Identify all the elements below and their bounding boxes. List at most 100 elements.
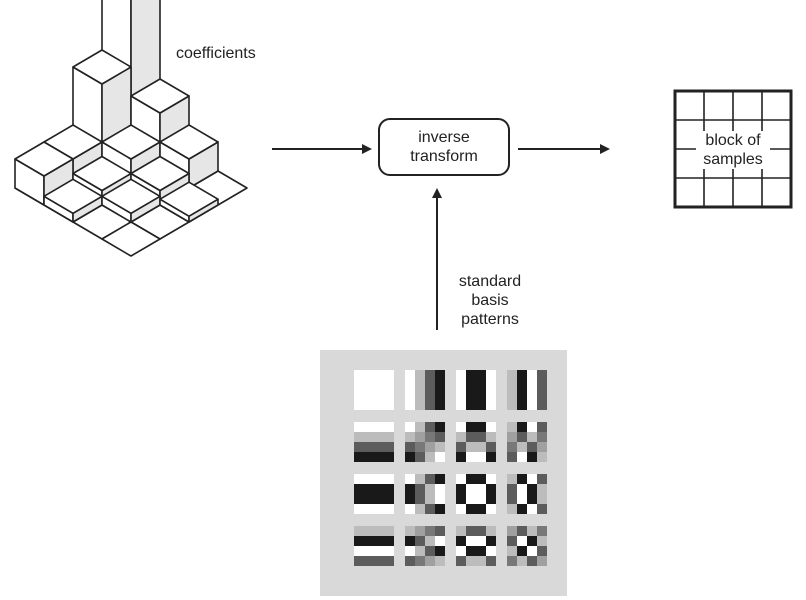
basis-pixel xyxy=(364,370,374,380)
basis-pixel xyxy=(405,546,415,556)
basis-pixel xyxy=(456,536,466,546)
basis-pixel xyxy=(517,504,527,514)
basis-pixel xyxy=(507,536,517,546)
basis-pixel xyxy=(435,494,445,504)
basis-pixel xyxy=(364,474,374,484)
basis-pixel xyxy=(476,390,486,400)
basis-pixel xyxy=(354,432,364,442)
basis-pixel xyxy=(537,494,547,504)
basis-pattern-tile xyxy=(456,370,496,410)
basis-pixel xyxy=(456,422,466,432)
basis-pattern-tile xyxy=(354,474,394,514)
basis-pixel xyxy=(537,370,547,380)
basis-pixel xyxy=(466,536,476,546)
basis-pixel xyxy=(405,400,415,410)
basis-pixel xyxy=(476,556,486,566)
basis-pixel xyxy=(364,494,374,504)
basis-pixel xyxy=(425,504,435,514)
basis-pixel xyxy=(466,400,476,410)
transform-label-line1: inverse xyxy=(418,129,470,146)
basis-pixel xyxy=(364,452,374,462)
basis-pixel xyxy=(425,526,435,536)
basis-pixel xyxy=(405,536,415,546)
basis-pixel xyxy=(384,526,394,536)
bar-top-face xyxy=(72,155,132,192)
basis-pixel xyxy=(405,526,415,536)
basis-pixel xyxy=(486,390,496,400)
block-of-samples-label: block of samples xyxy=(696,131,770,169)
basis-pixel xyxy=(527,380,537,390)
basis-pixel xyxy=(476,380,486,390)
basis-pixel xyxy=(476,526,486,536)
basis-pixel xyxy=(527,432,537,442)
basis-pixel xyxy=(425,546,435,556)
basis-pixel xyxy=(415,370,425,380)
basis-pixel xyxy=(456,400,466,410)
basis-pattern-tile xyxy=(456,526,496,566)
basis-pixel xyxy=(435,474,445,484)
basis-pixel xyxy=(486,474,496,484)
basis-pixel xyxy=(354,400,364,410)
basis-pixel xyxy=(507,494,517,504)
basis-pixel xyxy=(517,526,527,536)
basis-pixel xyxy=(527,422,537,432)
basis-pixel xyxy=(527,546,537,556)
basis-pixel xyxy=(405,504,415,514)
basis-pixel xyxy=(425,442,435,452)
basis-pixel xyxy=(486,380,496,390)
basis-pixel xyxy=(486,452,496,462)
inverse-transform-box: inverse transform xyxy=(378,118,510,176)
bar-top-face xyxy=(101,124,161,160)
basis-pixel xyxy=(527,504,537,514)
basis-pixel xyxy=(435,536,445,546)
basis-pixel xyxy=(415,442,425,452)
basis-pixel xyxy=(425,422,435,432)
basis-pixel xyxy=(384,504,394,514)
std-label-line2: basis xyxy=(471,292,509,309)
basis-pixel xyxy=(466,504,476,514)
basis-pattern-tile xyxy=(507,370,547,410)
basis-pixel xyxy=(405,484,415,494)
basis-pixel xyxy=(425,432,435,442)
basis-pixel xyxy=(517,494,527,504)
basis-pattern-tile xyxy=(507,526,547,566)
basis-pixel xyxy=(354,494,364,504)
basis-pixel xyxy=(374,400,384,410)
block-label-line2: samples xyxy=(703,151,763,168)
basis-pixel xyxy=(415,536,425,546)
basis-pixel xyxy=(415,432,425,442)
basis-pixel xyxy=(466,452,476,462)
basis-pixel xyxy=(384,422,394,432)
basis-pixel xyxy=(537,504,547,514)
basis-pixel xyxy=(415,422,425,432)
basis-pixel xyxy=(456,380,466,390)
basis-pixel xyxy=(476,536,486,546)
basis-pixel xyxy=(425,380,435,390)
basis-patterns-panel xyxy=(320,350,567,596)
basis-pixel xyxy=(517,474,527,484)
basis-pixel xyxy=(527,452,537,462)
basis-pixel xyxy=(466,546,476,556)
basis-pixel xyxy=(384,390,394,400)
basis-pixel xyxy=(364,526,374,536)
basis-pixel xyxy=(364,556,374,566)
basis-pixel xyxy=(507,546,517,556)
base-cell xyxy=(101,221,161,257)
basis-pixel xyxy=(537,484,547,494)
coefficients-label: coefficients xyxy=(176,45,256,62)
basis-pixel xyxy=(354,536,364,546)
basis-pixel xyxy=(435,370,445,380)
basis-pixel xyxy=(527,400,537,410)
basis-pixel xyxy=(354,452,364,462)
basis-pixel xyxy=(507,422,517,432)
basis-pixel xyxy=(374,526,384,536)
basis-pixel xyxy=(456,474,466,484)
basis-pixel xyxy=(415,452,425,462)
basis-pattern-tile xyxy=(354,422,394,462)
basis-pixel xyxy=(405,442,415,452)
basis-pixel xyxy=(384,546,394,556)
basis-pixel xyxy=(374,442,384,452)
basis-pixel xyxy=(354,390,364,400)
basis-pixel xyxy=(507,474,517,484)
basis-pixel xyxy=(374,422,384,432)
